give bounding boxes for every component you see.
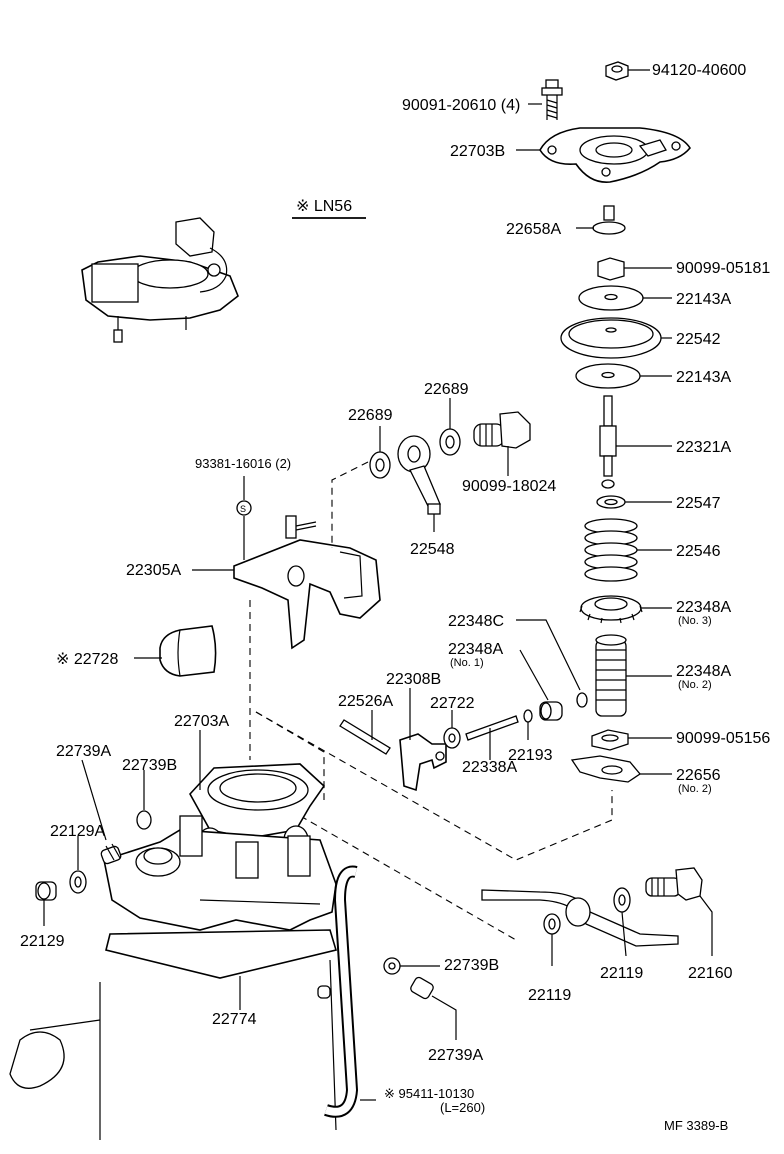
label-22129: 22129 bbox=[20, 933, 65, 950]
page-title: ※ LN56 bbox=[296, 198, 352, 215]
label-22689-a: 22689 bbox=[348, 407, 393, 424]
label-22348a-1: 22348A bbox=[448, 641, 503, 658]
label-22722: 22722 bbox=[430, 695, 475, 712]
label-22308b: 22308B bbox=[386, 671, 441, 688]
washer-22143a-bottom[interactable] bbox=[575, 363, 641, 389]
stud-22658a[interactable] bbox=[592, 205, 626, 235]
bolt-22160[interactable] bbox=[645, 867, 703, 901]
label-22658a: 22658A bbox=[506, 221, 561, 238]
bracket-22656[interactable] bbox=[570, 755, 641, 783]
label-22656-sub: (No. 2) bbox=[678, 783, 712, 795]
label-93381-16016: 93381-16016 (2) bbox=[195, 456, 291, 471]
label-22703a: 22703A bbox=[174, 713, 229, 730]
label-22728: ※ 22728 bbox=[56, 651, 118, 668]
cover-22703b[interactable] bbox=[539, 127, 691, 183]
label-22739a-2: 22739A bbox=[428, 1047, 483, 1064]
banjo-22548[interactable] bbox=[397, 435, 441, 515]
label-94120-40600: 94120-40600 bbox=[652, 62, 746, 79]
sensor-assembly[interactable] bbox=[81, 217, 239, 343]
label-22143a-1: 22143A bbox=[676, 291, 731, 308]
spring-22546[interactable] bbox=[584, 518, 638, 582]
clip-22728[interactable] bbox=[159, 625, 217, 677]
washer-22119-b[interactable] bbox=[613, 887, 631, 913]
label-90099-05156: 90099-05156 bbox=[676, 730, 770, 747]
label-22321a: 22321A bbox=[676, 439, 731, 456]
label-22119-b: 22119 bbox=[600, 965, 643, 982]
clip-22193[interactable] bbox=[523, 709, 533, 723]
hose-95411-10130[interactable] bbox=[324, 865, 359, 1118]
label-22739b-1: 22739B bbox=[122, 757, 177, 774]
bushing-22348a-no1[interactable] bbox=[539, 701, 563, 721]
pin-22526a[interactable] bbox=[339, 719, 391, 755]
shaft-22321a[interactable] bbox=[599, 395, 617, 489]
svg-text:S: S bbox=[240, 504, 246, 514]
label-22656: 22656 bbox=[676, 767, 721, 784]
ring-22547[interactable] bbox=[596, 495, 626, 509]
washer-22129a[interactable] bbox=[69, 870, 87, 894]
label-22774: 22774 bbox=[212, 1011, 257, 1028]
label-22689-b: 22689 bbox=[424, 381, 469, 398]
washer-22722[interactable] bbox=[443, 727, 461, 749]
label-22305a: 22305A bbox=[126, 562, 181, 579]
block-22308b[interactable] bbox=[399, 733, 447, 792]
label-22547: 22547 bbox=[676, 495, 721, 512]
washer-22143a-top[interactable] bbox=[578, 285, 644, 311]
bolt-part[interactable] bbox=[541, 79, 563, 120]
washer-22739b-left[interactable] bbox=[136, 810, 152, 830]
label-22348a-3-sub: (No. 3) bbox=[678, 615, 712, 627]
housing[interactable] bbox=[103, 815, 337, 931]
label-22548: 22548 bbox=[410, 541, 455, 558]
washer-22119-a[interactable] bbox=[543, 913, 561, 935]
washer-22348c[interactable] bbox=[576, 692, 588, 708]
nut-90099-05181[interactable] bbox=[597, 257, 625, 281]
footer-code: MF 3389-B bbox=[664, 1118, 728, 1133]
label-22143a-2: 22143A bbox=[676, 369, 731, 386]
washer-22739b-right[interactable] bbox=[383, 957, 401, 975]
label-22119-a: 22119 bbox=[528, 987, 571, 1004]
label-90091-20610: 90091-20610 (4) bbox=[402, 97, 520, 114]
label-90099-18024: 90099-18024 bbox=[462, 478, 556, 495]
plug-22739a-left[interactable] bbox=[100, 843, 122, 865]
label-22348a-2: 22348A bbox=[676, 663, 731, 680]
plug-22129[interactable] bbox=[35, 881, 57, 901]
throttle-body-22703a[interactable] bbox=[189, 763, 326, 857]
washer-22689-a[interactable] bbox=[369, 451, 391, 479]
pump-body[interactable] bbox=[9, 959, 337, 1140]
nut-part[interactable] bbox=[605, 61, 629, 81]
label-22739b-2: 22739B bbox=[444, 957, 499, 974]
label-22739a-1: 22739A bbox=[56, 743, 111, 760]
label-90099-05181: 90099-05181 bbox=[676, 260, 770, 277]
label-22348a-2-sub: (No. 2) bbox=[678, 679, 712, 691]
label-95411-10130: ※ 95411-10130 bbox=[384, 1086, 474, 1101]
label-22348c: 22348C bbox=[448, 613, 504, 630]
banjo-bolt-90099-18024[interactable] bbox=[473, 411, 531, 449]
label-95411-sub: (L=260) bbox=[440, 1100, 485, 1115]
gear-22348a-no3[interactable] bbox=[579, 595, 643, 624]
label-22546: 22546 bbox=[676, 543, 721, 560]
gasket-22774[interactable] bbox=[105, 929, 338, 979]
screw-s-symbol: S bbox=[236, 500, 252, 516]
label-22348a-1-sub: (No. 1) bbox=[450, 657, 484, 669]
label-22348a-3: 22348A bbox=[676, 599, 731, 616]
plug-22739a-right[interactable] bbox=[409, 976, 434, 1000]
label-22703b: 22703B bbox=[450, 143, 505, 160]
shaft-22338a[interactable] bbox=[465, 715, 519, 741]
label-22338a: 22338A bbox=[462, 759, 517, 776]
nut-90099-05156[interactable] bbox=[591, 729, 629, 751]
lever-22305a[interactable] bbox=[233, 515, 381, 650]
diaphragm-22542[interactable] bbox=[560, 317, 662, 359]
label-22542: 22542 bbox=[676, 331, 721, 348]
label-22193: 22193 bbox=[508, 747, 553, 764]
washer-22689-b[interactable] bbox=[439, 428, 461, 456]
label-22160: 22160 bbox=[688, 965, 733, 982]
fuel-pipe[interactable] bbox=[481, 889, 679, 947]
sleeve-22348a-no2[interactable] bbox=[595, 634, 627, 717]
label-22526a: 22526A bbox=[338, 693, 393, 710]
label-22129a: 22129A bbox=[50, 823, 105, 840]
